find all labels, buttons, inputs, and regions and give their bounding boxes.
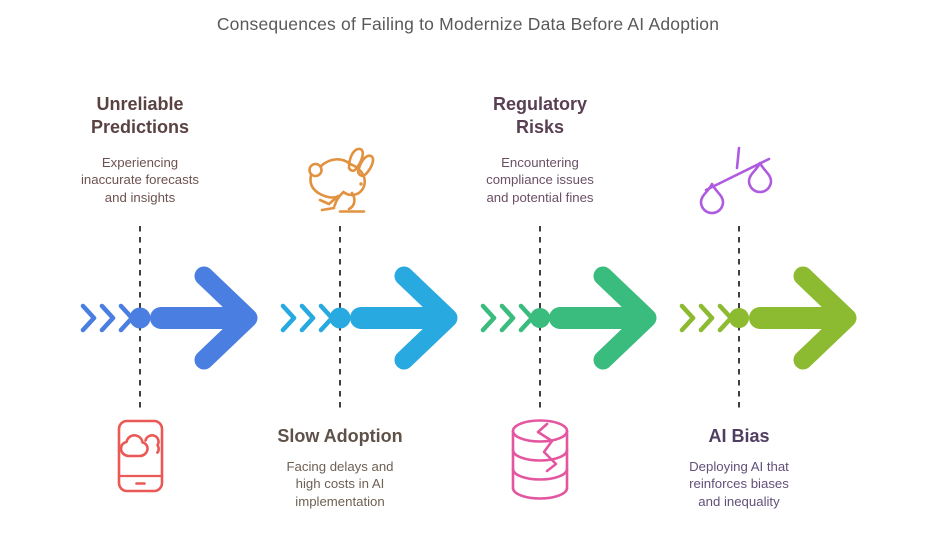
rabbit-ear-back: [356, 154, 375, 178]
unbalanced-scales-icon: [699, 146, 773, 215]
cloud-swoosh: [144, 434, 160, 454]
scales-pan-right: [747, 161, 773, 194]
chevron-icon: [480, 303, 497, 333]
step-1-description: Experiencing inaccurate forecasts and in…: [30, 154, 250, 206]
step-3-description: Encountering compliance issues and poten…: [430, 154, 650, 206]
step-2-desc-line: implementation: [295, 493, 385, 509]
step-3-desc-line: Encountering: [501, 155, 579, 170]
step-2-title: Slow Adoption: [230, 425, 450, 448]
step-4-desc-line: and inequality: [698, 493, 780, 509]
chevron-icon: [80, 303, 97, 333]
chevron-icon: [499, 303, 516, 333]
chevron-icon: [698, 303, 715, 333]
arrow-head: [194, 266, 258, 370]
rabbit-belly: [333, 190, 345, 208]
db-ring-2: [511, 467, 569, 481]
phone-body: [117, 419, 164, 493]
timeline-segment-1: [80, 266, 258, 370]
step-2-title-line: Slow Adoption: [277, 426, 403, 446]
db-bottom: [511, 486, 569, 500]
step-1-title-line: Predictions: [90, 117, 190, 137]
rabbit-icon: [308, 147, 375, 213]
cracked-database-icon: [511, 419, 569, 500]
step-1-desc-line: inaccurate forecasts: [80, 172, 199, 188]
step-1-desc-line: Experiencing: [101, 155, 179, 170]
rabbit-haunch: [347, 191, 356, 211]
chevron-icon: [280, 303, 297, 333]
rabbit-head: [342, 162, 367, 197]
arrow-head: [793, 266, 857, 370]
step-2-description: Facing delays and high costs in AI imple…: [230, 458, 450, 510]
chevron-icon: [679, 303, 696, 333]
rabbit-ear-front: [347, 147, 365, 173]
timeline-segment-3: [480, 266, 657, 370]
step-4-description: Deploying AI that reinforces biases and …: [629, 458, 849, 510]
step-4-desc-line: Deploying AI that: [689, 459, 789, 474]
scales-pan-left: [699, 182, 725, 215]
rabbit-body-left: [309, 173, 340, 199]
scales-pin: [735, 146, 741, 170]
step-3-desc-line: compliance issues: [486, 172, 594, 188]
smartphone-cloud-icon: [117, 419, 164, 493]
step-3-title: Regulatory Risks: [430, 93, 650, 139]
cloud-shape: [119, 434, 149, 458]
step-1-title: Unreliable Predictions: [30, 93, 250, 139]
step-4-title-line: AI Bias: [708, 426, 770, 446]
step-2-desc-line: high costs in AI: [295, 476, 385, 492]
step-2-desc-line: Facing delays and: [286, 459, 394, 474]
step-3-title-line: Risks: [515, 117, 565, 137]
timeline-segment-2: [280, 266, 458, 370]
db-ring-1: [511, 448, 569, 462]
arrow-head: [394, 266, 458, 370]
rabbit-front-foot: [320, 206, 336, 212]
rabbit-tail: [308, 162, 323, 178]
page-title: Consequences of Failing to Modernize Dat…: [216, 14, 720, 34]
step-1-desc-line: and insights: [104, 189, 176, 205]
step-3-desc-line: and potential fines: [486, 189, 594, 205]
step-4-desc-line: reinforces biases: [689, 476, 789, 492]
step-3-title-line: Regulatory: [492, 94, 588, 114]
timeline-segment-4: [679, 266, 857, 370]
step-1-title-line: Unreliable: [96, 94, 184, 114]
rabbit-back: [319, 158, 352, 168]
chevron-icon: [99, 303, 116, 333]
arrow-head: [593, 266, 657, 370]
step-4-title: AI Bias: [629, 425, 849, 448]
chevron-icon: [299, 303, 316, 333]
db-crack: [536, 422, 558, 473]
